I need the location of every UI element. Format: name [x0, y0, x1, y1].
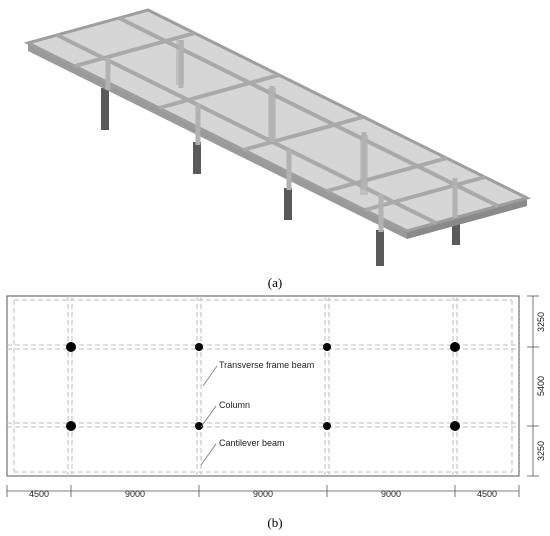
column-dot	[323, 422, 331, 430]
column-dot	[195, 343, 203, 351]
right-dimension-line	[527, 295, 539, 477]
frame-posts	[105, 40, 458, 232]
bottom-dimensions: 4500 9000 9000 9000 4500	[29, 489, 497, 499]
dim-right-2: 5400	[536, 376, 546, 396]
column-dot	[66, 342, 76, 352]
label-cantilever-beam: Cantilever beam	[219, 438, 285, 448]
glass-deck	[23, 8, 532, 233]
plan-columns	[66, 342, 460, 431]
right-dimensions: 3250 5400 3250	[536, 312, 546, 461]
column-dot	[195, 422, 203, 430]
label-transverse-frame-beam: Transverse frame beam	[219, 360, 314, 370]
column-dot	[450, 342, 460, 352]
dim-bottom-3: 9000	[253, 489, 273, 499]
dim-bottom-2: 9000	[125, 489, 145, 499]
dim-bottom-1: 4500	[29, 489, 49, 499]
plan-gridlines	[7, 296, 519, 476]
leader-lines	[200, 365, 218, 466]
column-3d	[101, 88, 109, 130]
column-3d	[284, 188, 292, 220]
dim-right-3: 3250	[536, 441, 546, 461]
plan-view: Transverse frame beam Column Cantilever …	[6, 295, 546, 499]
bottom-dimension-line	[6, 485, 520, 497]
deck-side-face	[28, 43, 407, 239]
plan-outline	[6, 295, 520, 477]
deck-end-face	[407, 198, 527, 239]
dim-right-1: 3250	[536, 312, 546, 332]
caption-a: (a)	[268, 275, 282, 290]
column-dot	[450, 421, 460, 431]
column-3d	[193, 142, 201, 174]
label-column: Column	[219, 400, 250, 410]
isometric-view	[23, 8, 532, 266]
dim-bottom-5: 4500	[477, 489, 497, 499]
transverse-beams	[74, 31, 486, 212]
column-3d	[452, 215, 460, 245]
column-dot	[66, 421, 76, 431]
dim-bottom-4: 9000	[381, 489, 401, 499]
caption-b: (b)	[267, 515, 282, 530]
column-dot	[323, 343, 331, 351]
column-3d	[376, 230, 384, 266]
